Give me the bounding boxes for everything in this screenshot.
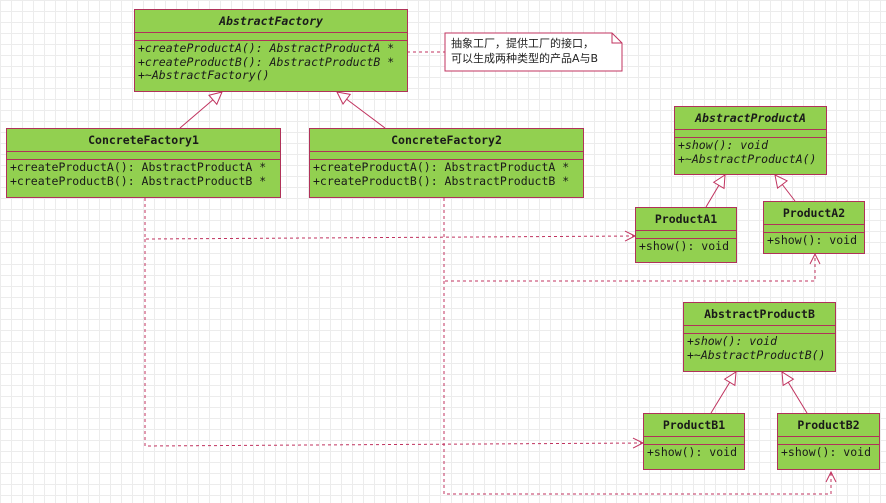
class-name: ProductA1 — [636, 208, 736, 231]
note[interactable]: 抽象工厂，提供工厂的接口， 可以生成两种类型的产品A与B — [445, 33, 622, 71]
operations-compartment: +createProductA(): AbstractProductA * +c… — [135, 41, 407, 86]
generalization-b2 — [782, 372, 808, 414]
class-name: ConcreteFactory2 — [310, 129, 583, 152]
generalization-cf2 — [337, 92, 386, 129]
class-name: ProductB1 — [644, 414, 744, 437]
operation: +createProductA(): AbstractProductA * — [138, 41, 395, 55]
class-abstract-product-b[interactable]: AbstractProductB +show(): void +~Abstrac… — [683, 302, 836, 372]
attributes-compartment — [778, 437, 879, 445]
operations-compartment: +show(): void — [764, 233, 864, 251]
operation: +show(): void — [678, 138, 769, 152]
generalization-a2 — [775, 175, 796, 202]
operations-compartment: +createProductA(): AbstractProductA * +c… — [310, 160, 583, 191]
class-name: AbstractFactory — [135, 10, 407, 33]
class-abstract-factory[interactable]: AbstractFactory +createProductA(): Abstr… — [134, 9, 408, 92]
attributes-compartment — [135, 33, 407, 41]
class-product-b2[interactable]: ProductB2 +show(): void — [777, 413, 880, 470]
generalization-b1 — [710, 372, 736, 414]
dependency-cf1-product-a1 — [144, 198, 635, 239]
attributes-compartment — [684, 326, 835, 334]
dependency-cf1-product-b1 — [144, 239, 643, 446]
attributes-compartment — [310, 152, 583, 160]
operation: +createProductB(): AbstractProductB * — [10, 173, 267, 188]
class-name: AbstractProductB — [684, 303, 835, 326]
operation: +show(): void — [647, 445, 738, 459]
attributes-compartment — [7, 152, 280, 160]
operation: +show(): void — [781, 445, 872, 459]
attributes-compartment — [636, 231, 736, 239]
class-concrete-factory2[interactable]: ConcreteFactory2 +createProductA(): Abst… — [309, 128, 584, 198]
class-abstract-product-a[interactable]: AbstractProductA +show(): void +~Abstrac… — [674, 106, 827, 175]
operations-compartment: +show(): void +~AbstractProductB() — [684, 334, 835, 365]
operation: +~AbstractProductA() — [678, 151, 817, 166]
note-fold — [611, 33, 622, 44]
note-line: 抽象工厂，提供工厂的接口， — [451, 37, 594, 50]
class-name: AbstractProductA — [675, 107, 826, 130]
operation: +createProductB(): AbstractProductB * — [138, 54, 395, 69]
operations-compartment: +show(): void — [778, 445, 879, 463]
operation: +show(): void — [767, 233, 858, 247]
operation: +~AbstractFactory() — [138, 68, 270, 82]
attributes-compartment — [644, 437, 744, 445]
note-shape — [444, 32, 623, 72]
operation: +~AbstractProductB() — [687, 347, 826, 362]
class-product-a1[interactable]: ProductA1 +show(): void — [635, 207, 737, 263]
operations-compartment: +createProductA(): AbstractProductA * +c… — [7, 160, 280, 191]
attributes-compartment — [675, 130, 826, 138]
operations-compartment: +show(): void +~AbstractProductA() — [675, 138, 826, 169]
class-concrete-factory1[interactable]: ConcreteFactory1 +createProductA(): Abst… — [6, 128, 281, 198]
operation: +show(): void — [639, 239, 730, 253]
operation: +createProductA(): AbstractProductA * — [10, 160, 267, 174]
operations-compartment: +show(): void — [636, 239, 736, 257]
dependency-cf2-product-a2 — [443, 198, 815, 282]
generalization-a1 — [705, 175, 725, 208]
class-product-a2[interactable]: ProductA2 +show(): void — [763, 201, 865, 254]
attributes-compartment — [764, 225, 864, 233]
class-name: ProductB2 — [778, 414, 879, 437]
class-name: ProductA2 — [764, 202, 864, 225]
operation: +createProductA(): AbstractProductA * — [313, 160, 570, 174]
note-line: 可以生成两种类型的产品A与B — [451, 52, 599, 65]
operation: +createProductB(): AbstractProductB * — [313, 173, 570, 188]
class-name: ConcreteFactory1 — [7, 129, 280, 152]
class-product-b1[interactable]: ProductB1 +show(): void — [643, 413, 745, 470]
operation: +show(): void — [687, 334, 778, 348]
operations-compartment: +show(): void — [644, 445, 744, 463]
generalization-cf1 — [179, 92, 222, 129]
